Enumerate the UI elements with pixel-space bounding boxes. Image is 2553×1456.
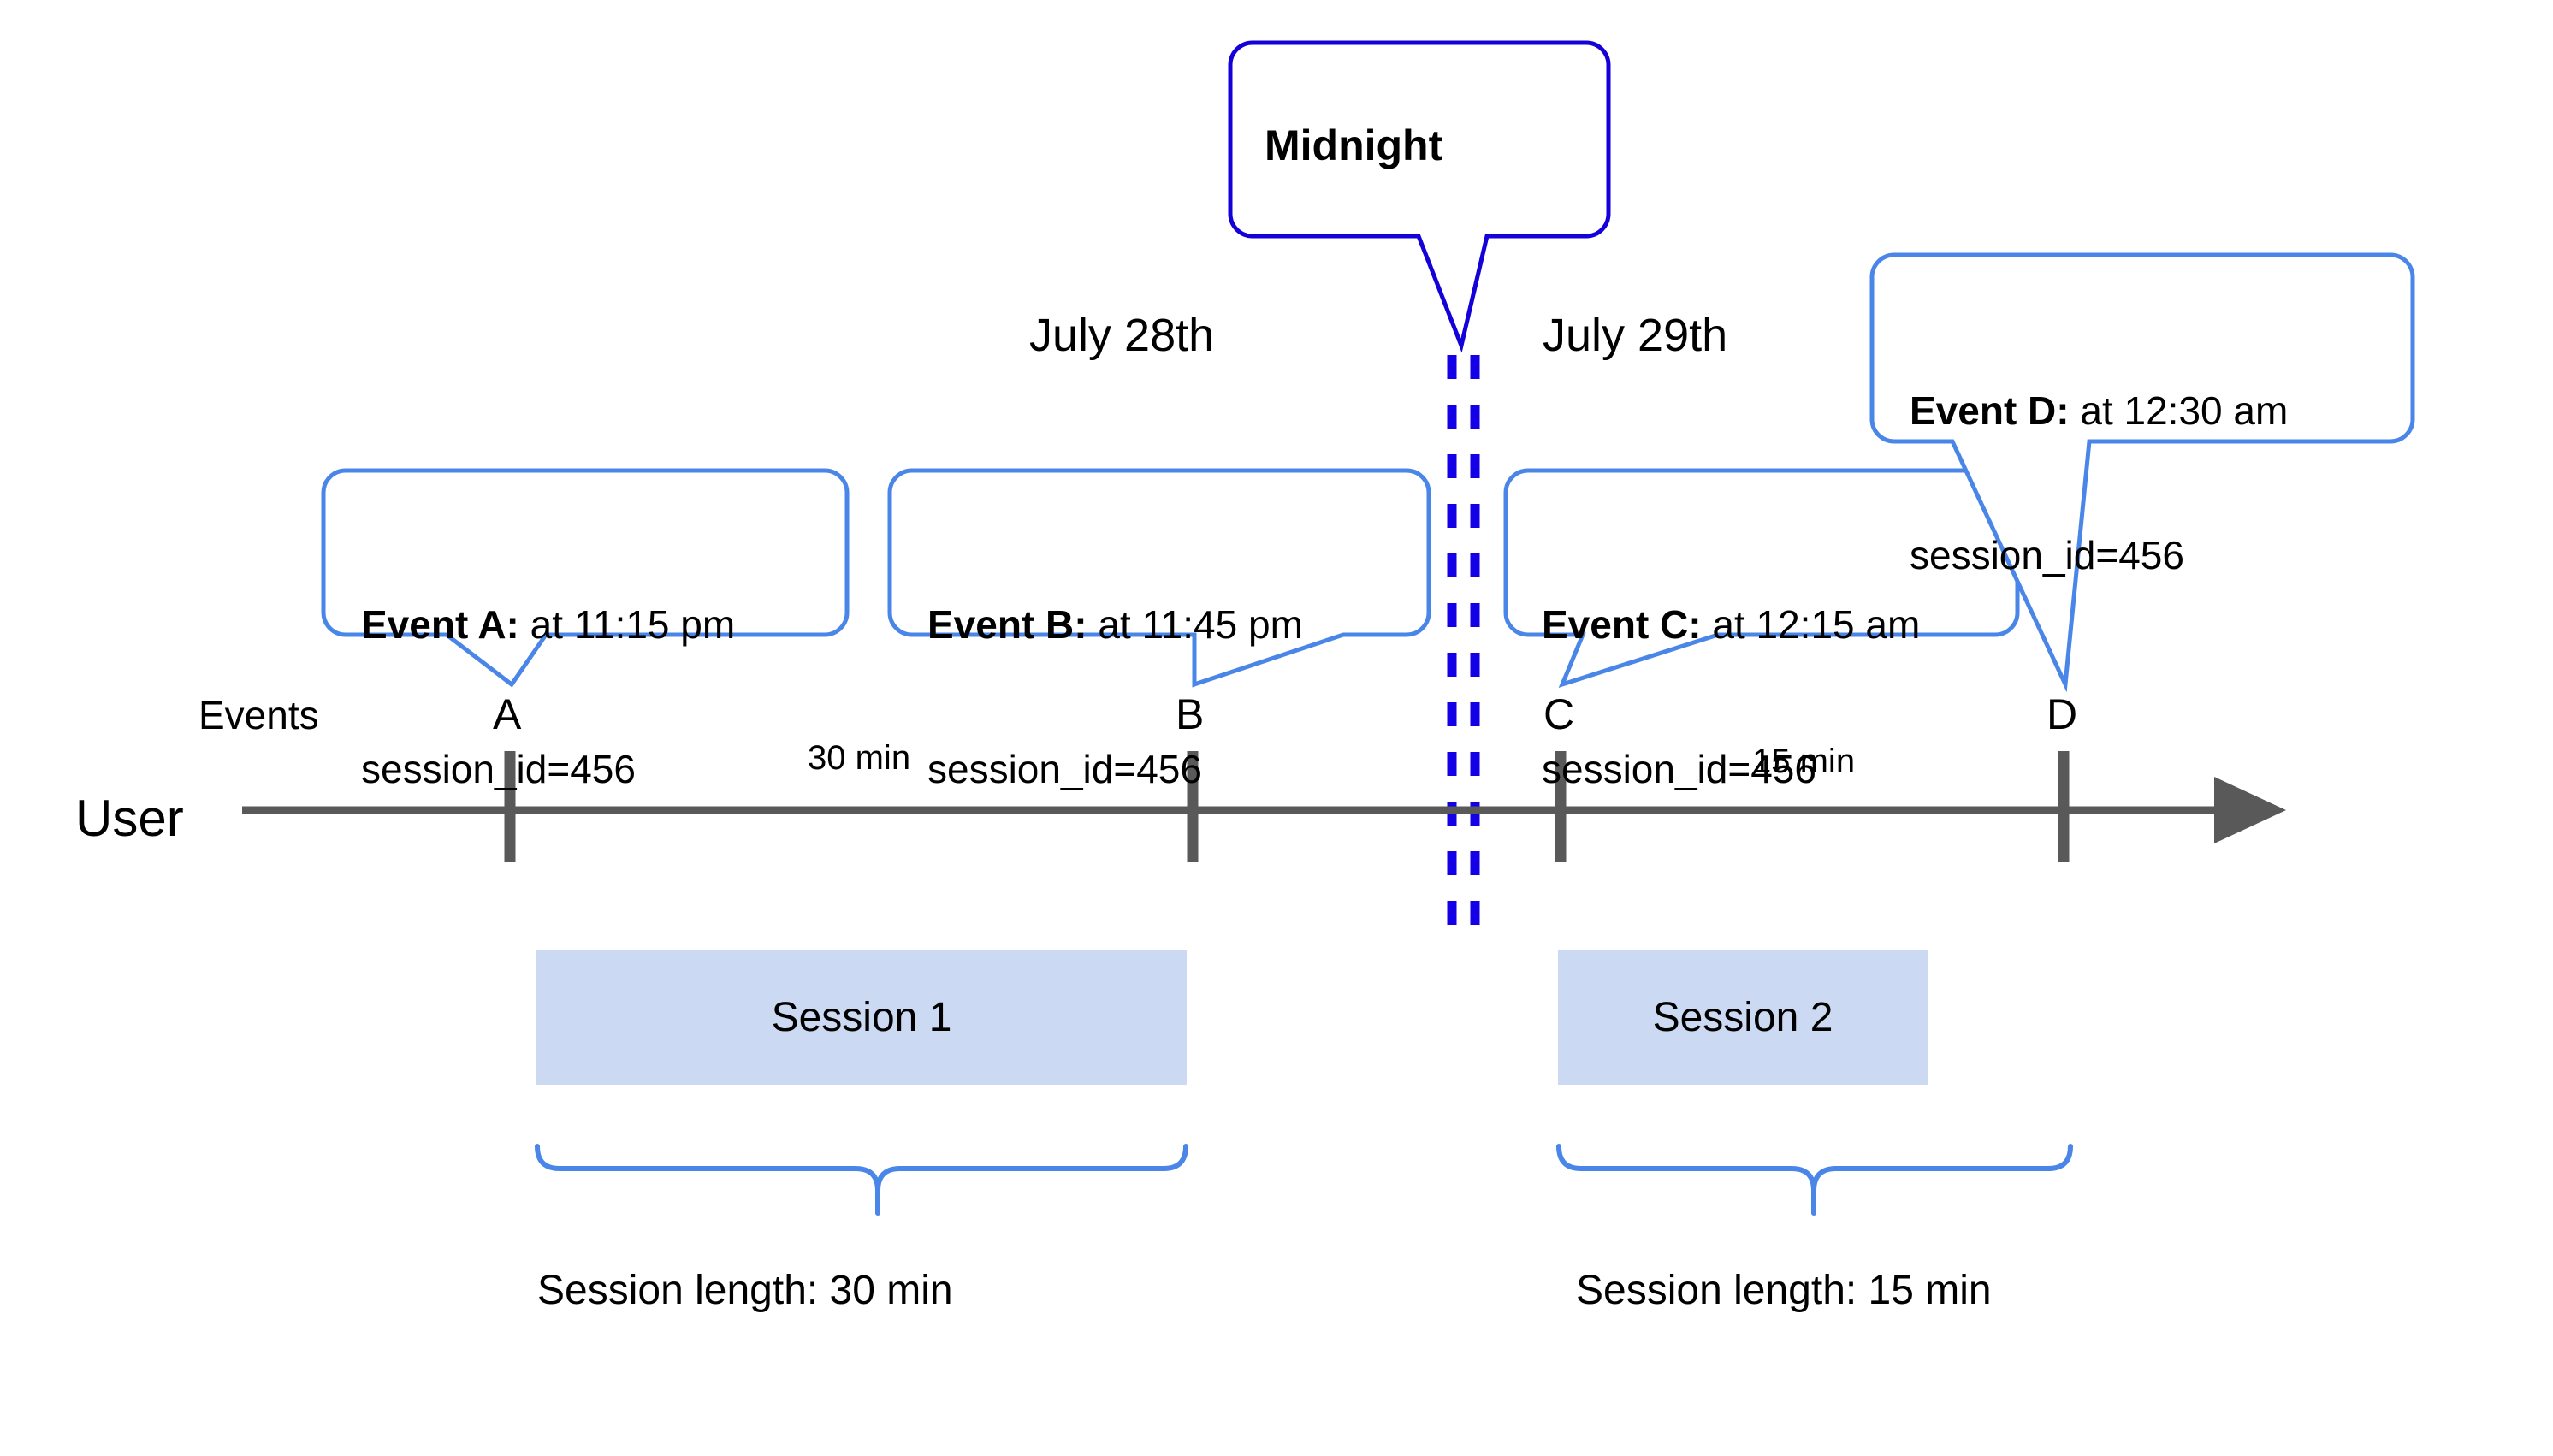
- event-a-callout-text: Event A: at 11:15 pm session_id=456: [361, 505, 735, 889]
- gap-label-a-b: 30 min: [808, 739, 911, 777]
- session-2-length-label: Session length: 15 min: [1576, 1268, 1992, 1313]
- session-1-box-label: Session 1: [771, 994, 952, 1040]
- lane-label-events: Events: [198, 693, 319, 737]
- session-2-box-label: Session 2: [1652, 994, 1833, 1040]
- session-2-box[interactable]: Session 2: [1558, 950, 1928, 1085]
- event-a-bold-prefix: Event A:: [361, 602, 519, 648]
- event-tick-label-a: A: [493, 690, 522, 738]
- event-b-callout-text: Event B: at 11:45 pm session_id=456: [927, 505, 1303, 889]
- event-b-session-id: session_id=456: [927, 746, 1202, 791]
- date-label-july-29: July 29th: [1543, 310, 1728, 361]
- midnight-callout-label: Midnight: [1265, 121, 1443, 169]
- axis-arrowhead: [2214, 777, 2286, 843]
- gap-label-c-d: 15 min: [1752, 743, 1856, 780]
- lane-label-user: User: [75, 790, 184, 847]
- event-c-bold-prefix: Event C:: [1542, 602, 1702, 648]
- midnight-callout-shape: [1228, 40, 1611, 353]
- session-1-box[interactable]: Session 1: [536, 950, 1187, 1085]
- event-d-session-id: session_id=456: [1910, 532, 2184, 577]
- event-d-callout-text: Event D: at 12:30 am session_id=456: [1910, 291, 2288, 675]
- session-1-brace: [535, 1144, 1188, 1216]
- event-b-detail: at 11:45 pm: [1087, 602, 1303, 648]
- event-c-session-id: session_id=456: [1542, 746, 1816, 791]
- event-tick-label-d: D: [2047, 690, 2078, 738]
- event-tick-label-c: C: [1543, 690, 1575, 738]
- event-c-detail: at 12:15 am: [1701, 602, 1921, 648]
- event-c-callout-text: Event C: at 12:15 am session_id=456: [1542, 505, 1920, 889]
- session-2-brace: [1556, 1144, 2073, 1216]
- date-label-july-28: July 28th: [1029, 310, 1215, 361]
- event-d-detail: at 12:30 am: [2069, 388, 2289, 434]
- event-d-bold-prefix: Event D:: [1910, 388, 2070, 434]
- event-tick-label-b: B: [1176, 690, 1205, 738]
- session-1-length-label: Session length: 30 min: [537, 1268, 953, 1313]
- midnight-boundary-lines: [1447, 355, 1480, 928]
- event-b-bold-prefix: Event B:: [927, 602, 1087, 648]
- event-a-detail: at 11:15 pm: [518, 602, 736, 648]
- event-a-session-id: session_id=456: [361, 746, 636, 791]
